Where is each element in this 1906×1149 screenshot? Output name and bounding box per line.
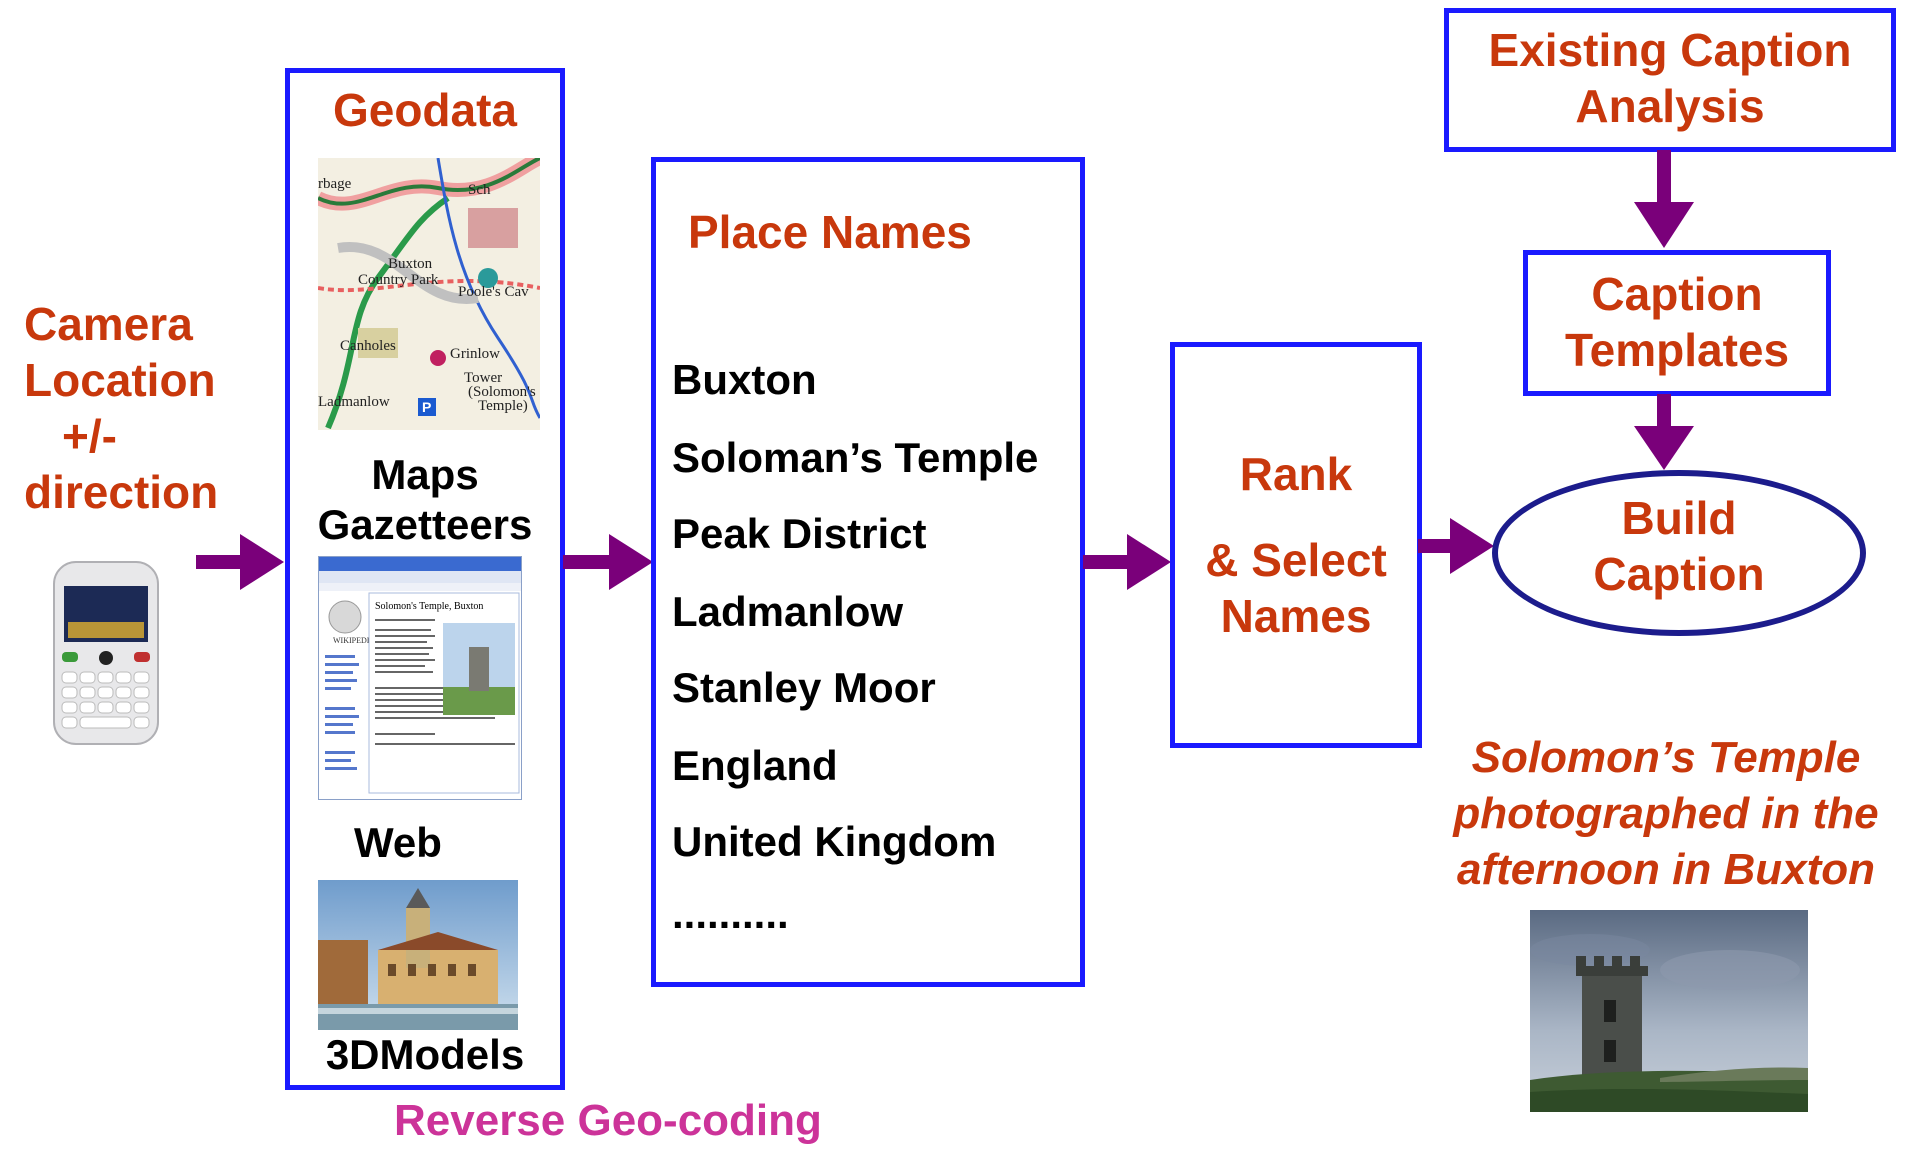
map-label-grinlow: Grinlow xyxy=(450,346,500,362)
caption-templates-box xyxy=(1523,250,1831,396)
camera-line-1: Camera xyxy=(24,298,193,350)
webpage-title: Solomon's Temple, Buxton xyxy=(375,601,483,612)
existing-line-2: Analysis xyxy=(1575,80,1765,132)
existing-line-1: Existing Caption xyxy=(1488,24,1852,76)
map-label-pooles: Poole's Cav xyxy=(458,284,529,300)
rank-line-1: Rank xyxy=(1239,448,1353,500)
place-name-7: United Kingdom xyxy=(672,818,997,865)
map-label-tower: Tower xyxy=(464,370,502,386)
reverse-geocoding-label: Reverse Geo-coding xyxy=(394,1096,822,1145)
map-label-buxton: Buxton xyxy=(388,256,433,272)
place-name-5: Stanley Moor xyxy=(672,664,936,711)
maps-label: Maps xyxy=(371,451,479,498)
map-label-ladmanlow: Ladmanlow xyxy=(318,394,390,410)
arrow-geodata-to-placenames xyxy=(563,534,653,590)
build-line-2: Caption xyxy=(1593,548,1765,600)
place-name-ellipsis: .......... xyxy=(672,890,789,937)
map-label-temple: Temple) xyxy=(478,398,528,414)
templates-line-2: Templates xyxy=(1564,324,1790,376)
rank-line-2: & Select xyxy=(1205,534,1387,586)
arrow-templates-to-build xyxy=(1634,394,1694,470)
result-photo xyxy=(1530,910,1808,1112)
webpage-thumbnail: WIKIPEDIA Solomon's Temple, Buxton xyxy=(318,556,522,800)
geodata-title: Geodata xyxy=(332,84,518,136)
phone-image xyxy=(50,560,162,746)
result-caption-line-3: afternoon in Buxton xyxy=(1457,845,1875,894)
arrow-camera-to-geodata xyxy=(196,534,284,590)
place-name-3: Peak District xyxy=(672,510,927,557)
camera-line-4: direction xyxy=(24,466,219,518)
place-name-4: Ladmanlow xyxy=(672,588,904,635)
place-name-1: Buxton xyxy=(672,356,817,403)
map-thumbnail: P rbage Sch Buxton Country Park Poole's … xyxy=(318,158,540,430)
build-caption-ellipse xyxy=(1492,470,1866,636)
map-label-solomons: (Solomon's xyxy=(468,384,536,400)
templates-line-1: Caption xyxy=(1591,268,1763,320)
map-label-rbage: rbage xyxy=(318,176,352,192)
result-caption-line-2: photographed in the xyxy=(1453,789,1879,838)
svg-text:P: P xyxy=(422,399,431,415)
arrow-rank-to-build xyxy=(1418,518,1494,574)
result-caption: Solomon’s Temple photographed in the aft… xyxy=(1426,730,1906,898)
place-names-box xyxy=(651,157,1085,987)
result-caption-line-1: Solomon’s Temple xyxy=(1471,733,1861,782)
rank-line-3: Names xyxy=(1220,590,1372,642)
place-name-6: England xyxy=(672,742,838,789)
rank-select-box xyxy=(1170,342,1422,748)
place-name-2: Soloman’s Temple xyxy=(672,434,1039,481)
arrow-placenames-to-rank xyxy=(1083,534,1171,590)
existing-caption-box xyxy=(1444,8,1896,152)
models-label: 3DModels xyxy=(325,1031,525,1078)
map-label-canholes: Canholes xyxy=(340,338,396,354)
camera-line-2: Location xyxy=(24,354,216,406)
arrow-existing-to-templates xyxy=(1634,150,1694,248)
web-label: Web xyxy=(354,819,442,866)
map-label-sch: Sch xyxy=(468,182,491,198)
camera-line-3: +/- xyxy=(62,410,117,462)
gazetteers-label: Gazetteers xyxy=(317,501,533,548)
model-thumbnail xyxy=(318,880,518,1030)
svg-text:WIKIPEDIA: WIKIPEDIA xyxy=(333,636,375,645)
build-line-1: Build xyxy=(1621,492,1737,544)
map-label-country-park: Country Park xyxy=(358,272,439,288)
camera-location-label: Camera Location +/- direction xyxy=(24,296,234,520)
place-names-title: Place Names xyxy=(688,206,972,258)
